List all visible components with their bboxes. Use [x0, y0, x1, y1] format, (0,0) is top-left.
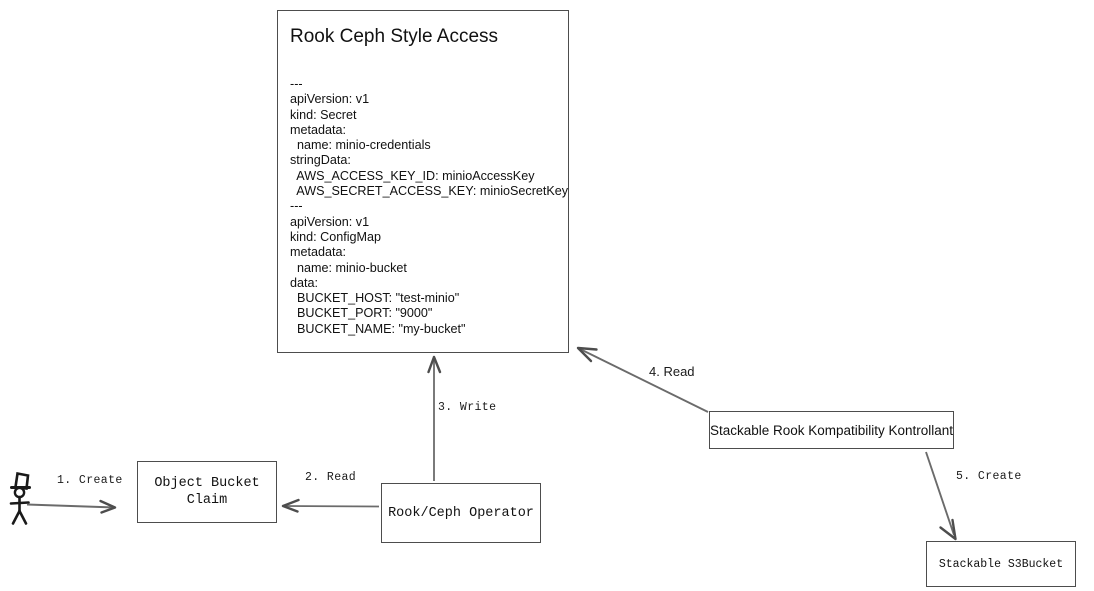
edge-read-srkk-to-card — [576, 346, 709, 413]
edge-label-1-create: 1. Create — [57, 474, 123, 487]
edge-create-actor-to-obc — [26, 499, 117, 514]
node-label: Stackable S3Bucket — [938, 557, 1064, 571]
node-stackable-rook-kompatibility-kontrollant[interactable]: Stackable Rook Kompatibility Kontrollant — [709, 411, 954, 449]
node-stackable-s3bucket[interactable]: Stackable S3Bucket — [926, 541, 1076, 587]
edge-label-5-create: 5. Create — [956, 470, 1022, 483]
node-label: Rook/Ceph Operator — [388, 505, 534, 521]
node-object-bucket-claim[interactable]: Object Bucket Claim — [137, 461, 277, 523]
node-rook-ceph-operator[interactable]: Rook/Ceph Operator — [381, 483, 541, 543]
stick-figure-with-top-hat-icon — [9, 471, 31, 525]
node-label: Object Bucket Claim — [154, 476, 260, 508]
edge-write-operator-to-card — [427, 355, 442, 481]
edge-label-2-read: 2. Read — [305, 471, 357, 484]
edge-label-4-read: 4. Read — [649, 364, 695, 379]
card-yaml-content: --- apiVersion: v1 kind: Secret metadata… — [290, 77, 569, 336]
card-title: Rook Ceph Style Access — [290, 26, 499, 47]
rook-ceph-style-access-card: Rook Ceph Style Access --- apiVersion: v… — [277, 10, 569, 353]
edge-read-operator-to-obc — [281, 498, 380, 513]
edge-create-srkk-to-s3bucket — [925, 451, 957, 541]
node-label: Stackable Rook Kompatibility Kontrollant — [709, 422, 954, 438]
edge-label-3-write: 3. Write — [438, 401, 497, 414]
